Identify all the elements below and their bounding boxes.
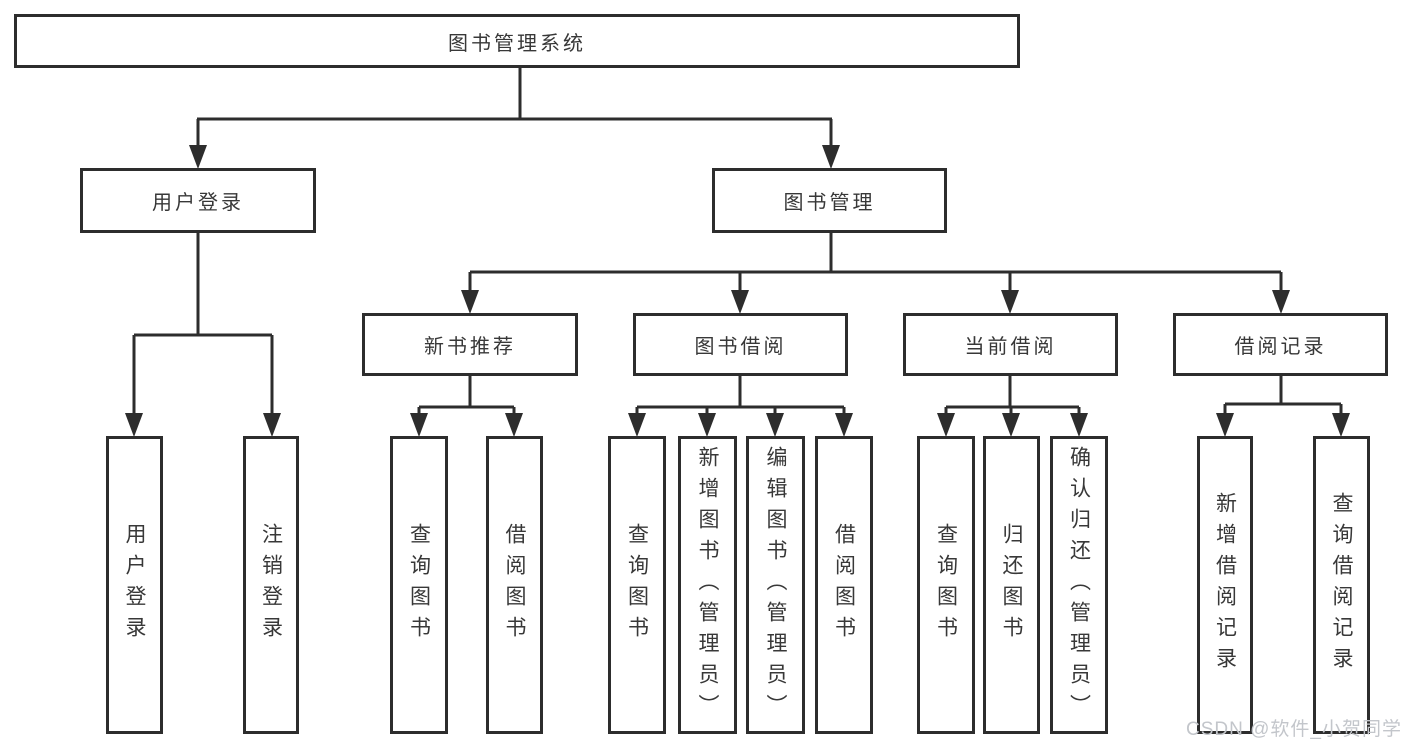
node-borrow-record-label: 借阅记录 — [1234, 336, 1327, 358]
leaf-user-login: 用户登录 — [106, 436, 163, 734]
arrowhead-icon — [1070, 413, 1088, 437]
leaf-logout: 注销登录 — [243, 436, 299, 734]
leaf-confirm-return-admin-label: 确认归还（管理员） — [1067, 445, 1091, 725]
leaf-confirm-return-admin: 确认归还（管理员） — [1050, 436, 1108, 734]
leaf-current-query-book-label: 查询图书 — [934, 523, 958, 647]
arrowhead-icon — [461, 290, 479, 314]
node-root: 图书管理系统 — [14, 14, 1020, 68]
arrowhead-icon — [125, 413, 143, 437]
leaf-query-borrow-record-label: 查询借阅记录 — [1330, 492, 1353, 678]
leaf-borrow-query-book-label: 查询图书 — [625, 523, 649, 647]
arrowhead-icon — [1272, 290, 1290, 314]
arrowhead-icon — [937, 413, 955, 437]
watermark-text: CSDN @软件_小贺同学 — [1186, 719, 1402, 740]
leaf-edit-book-admin: 编辑图书（管理员） — [746, 436, 805, 734]
node-book-management: 图书管理 — [712, 168, 947, 233]
node-user-login-label: 用户登录 — [152, 192, 244, 214]
arrowhead-icon — [1002, 413, 1020, 437]
leaf-add-book-admin-label: 新增图书（管理员） — [696, 445, 719, 725]
node-book-borrow: 图书借阅 — [633, 313, 848, 376]
leaf-borrow-book: 借阅图书 — [815, 436, 873, 734]
leaf-current-query-book: 查询图书 — [917, 436, 975, 734]
node-new-book-recommend-label: 新书推荐 — [424, 336, 516, 358]
node-borrow-record: 借阅记录 — [1173, 313, 1388, 376]
node-new-book-recommend: 新书推荐 — [362, 313, 578, 376]
leaf-recommend-borrow-book: 借阅图书 — [486, 436, 543, 734]
leaf-recommend-query-book-label: 查询图书 — [407, 523, 431, 647]
node-root-label: 图书管理系统 — [448, 32, 586, 55]
node-current-borrow: 当前借阅 — [903, 313, 1118, 376]
arrowhead-icon — [1216, 413, 1234, 437]
node-book-borrow-label: 图书借阅 — [694, 336, 787, 358]
leaf-query-borrow-record: 查询借阅记录 — [1313, 436, 1370, 734]
leaf-recommend-borrow-book-label: 借阅图书 — [503, 523, 526, 647]
leaf-edit-book-admin-label: 编辑图书（管理员） — [764, 445, 787, 725]
arrowhead-icon — [822, 145, 840, 169]
leaf-add-borrow-record: 新增借阅记录 — [1197, 436, 1253, 734]
node-book-management-label: 图书管理 — [783, 192, 876, 214]
leaf-borrow-query-book: 查询图书 — [608, 436, 666, 734]
leaf-logout-label: 注销登录 — [259, 523, 283, 647]
leaf-user-login-label: 用户登录 — [123, 523, 146, 647]
node-user-login: 用户登录 — [80, 168, 316, 233]
arrowhead-icon — [505, 413, 523, 437]
arrowhead-icon — [410, 413, 428, 437]
node-current-borrow-label: 当前借阅 — [964, 336, 1057, 358]
arrowhead-icon — [189, 145, 207, 169]
leaf-return-book: 归还图书 — [983, 436, 1040, 734]
arrowhead-icon — [698, 413, 716, 437]
arrowhead-icon — [731, 290, 749, 314]
leaf-recommend-query-book: 查询图书 — [390, 436, 448, 734]
arrowhead-icon — [835, 413, 853, 437]
arrowhead-icon — [766, 413, 784, 437]
arrowhead-icon — [628, 413, 646, 437]
leaf-add-borrow-record-label: 新增借阅记录 — [1213, 492, 1237, 678]
leaf-add-book-admin: 新增图书（管理员） — [678, 436, 737, 734]
leaf-return-book-label: 归还图书 — [1000, 523, 1023, 647]
arrowhead-icon — [1332, 413, 1350, 437]
arrowhead-icon — [263, 413, 281, 437]
arrowhead-icon — [1001, 290, 1019, 314]
leaf-borrow-book-label: 借阅图书 — [832, 523, 856, 647]
